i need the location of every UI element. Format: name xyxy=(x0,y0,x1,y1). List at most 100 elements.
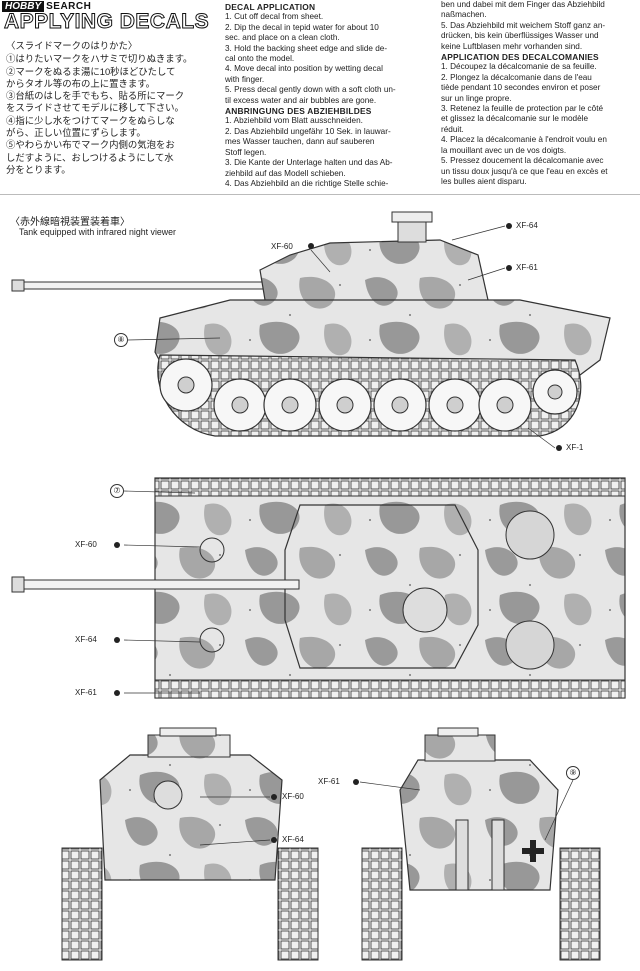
callout-xf61-rear: XF-61 xyxy=(318,777,340,786)
callout-xf64-top: XF-64 xyxy=(75,635,97,644)
top-gun-barrel xyxy=(13,579,300,590)
rear-track-right xyxy=(559,847,601,961)
rear-hull xyxy=(399,759,559,891)
exhaust-right xyxy=(491,819,505,891)
side-cupola xyxy=(397,221,427,243)
front-turret xyxy=(147,734,231,758)
de-line: ziehbild auf das Modell schieben. xyxy=(225,168,346,178)
english-german-instructions: DECAL APPLICATION 1. Cut off decal from … xyxy=(225,2,432,189)
fr-line: et glissez la décalcomanie sur le modèle xyxy=(441,114,588,124)
callout-xf61-top: XF-61 xyxy=(75,688,97,697)
exhaust-left xyxy=(455,819,469,891)
jp-line: ②マークをぬるま湯に10秒ほどひたして xyxy=(6,65,176,77)
fr-line: réduit. xyxy=(441,124,464,134)
radio-hatch xyxy=(199,627,225,653)
callout-xf61-side: XF-61 xyxy=(516,263,538,272)
jp-instructions-title: 〈スライドマークのはりかた〉 xyxy=(6,40,138,51)
en-line: 1. Cut off decal from sheet. xyxy=(225,12,324,22)
rear-view xyxy=(361,727,601,961)
engine-fan-left xyxy=(505,510,555,560)
callout-xf60-front: XF-60 xyxy=(282,792,304,801)
decal-marker-9: ⑨ xyxy=(566,766,580,780)
wheel-hubs xyxy=(177,376,563,414)
jp-line: をスライドさせてモデルに移して下さい。 xyxy=(6,102,184,114)
leader-lines xyxy=(123,225,574,846)
de-line: 4. Das Abziehbild an die richtige Stelle… xyxy=(225,178,389,188)
muzzle-brake xyxy=(11,279,25,292)
callout-xf64-front: XF-64 xyxy=(282,835,304,844)
hobbysearch-logo: HOBBY SEARCH xyxy=(2,0,152,13)
gun-mantlet xyxy=(153,780,183,810)
en-line: sec. and place on a clean cloth. xyxy=(225,33,340,43)
page-title: APPLYING DECALS xyxy=(3,10,210,33)
side-view xyxy=(11,211,611,437)
en-line: 3. Hold the backing sheet edge and slide… xyxy=(225,43,388,53)
decal-marker-7: ⑦ xyxy=(110,484,124,498)
english-heading: DECAL APPLICATION xyxy=(225,2,316,12)
top-track-lower xyxy=(154,679,626,699)
callout-xf64-side: XF-64 xyxy=(516,221,538,230)
vehicle-title-en: Tank equipped with infrared night viewer xyxy=(19,227,176,237)
en-line: til excess water and air bubbles are gon… xyxy=(225,95,377,105)
top-track-upper xyxy=(154,477,626,497)
fr-line: sur un linge propre. xyxy=(441,93,512,103)
jp-line: ①はりたいマークをハサミで切りぬきます。 xyxy=(6,53,193,65)
driver-hatch xyxy=(199,537,225,563)
front-hull xyxy=(99,754,283,881)
fr-line: les bulles aient disparu. xyxy=(441,176,527,186)
section-divider xyxy=(0,194,640,195)
en-line: with finger. xyxy=(225,74,265,84)
callout-dots xyxy=(114,223,562,843)
de-line: drücken, bis kein überflüssiges Wasser u… xyxy=(441,31,599,41)
logo-hobby: HOBBY xyxy=(2,1,45,12)
front-track-left xyxy=(61,847,103,961)
callout-xf60-side: XF-60 xyxy=(271,242,293,251)
callout-xf60-top: XF-60 xyxy=(75,540,97,549)
fr-line: 2. Plongez la décalcomanie dans de l'eau xyxy=(441,72,592,82)
rear-track-left xyxy=(361,847,403,961)
de-line: naßmachen. xyxy=(441,10,487,20)
balkenkreuz xyxy=(522,840,544,862)
front-track-right xyxy=(277,847,319,961)
french-heading: APPLICATION DES DECALCOMANIES xyxy=(441,52,599,63)
top-muzzle-brake xyxy=(11,576,25,593)
fr-line: 5. Pressez doucement la décalcomanie ave… xyxy=(441,156,604,166)
de-line: Stoff legen. xyxy=(225,147,267,157)
de-line: 1. Abziehbild vom Blatt ausschneiden. xyxy=(225,116,363,126)
japanese-instructions: 〈スライドマークのはりかた〉 ①はりたいマークをハサミで切りぬきます。 ②マーク… xyxy=(6,40,214,176)
infrared-viewer xyxy=(391,211,433,223)
decal-marker-8: ⑧ xyxy=(114,333,128,347)
en-line: 2. Dip the decal in tepid water for abou… xyxy=(225,22,379,32)
side-gun-barrel xyxy=(13,281,265,290)
en-line: 4. Move decal into position by wetting d… xyxy=(225,64,383,74)
fr-line: 4. Placez la décalcomanie à l'endroit vo… xyxy=(441,135,607,145)
jp-line: ④指に少し水をつけてマークをぬらしな xyxy=(6,114,175,126)
de-line: keine Luftblasen mehr vorhanden sind. xyxy=(441,41,583,51)
de-line: ben und dabei mit dem Finger das Abziehb… xyxy=(441,0,605,9)
fr-line: 3. Retenez la feuille de protection par … xyxy=(441,104,604,114)
german-heading: ANBRINGUNG DES ABZIEHBILDES xyxy=(225,106,372,117)
de-line: 3. Die Kante der Unterlage halten und da… xyxy=(225,158,393,168)
jp-line: からタオル等の布の上に置きます。 xyxy=(6,77,156,89)
jp-line: ③台紙のはしを手でもち、貼る所にマーク xyxy=(6,90,185,102)
jp-line: 分をとります。 xyxy=(6,163,71,175)
german-french-instructions: ben und dabei mit dem Finger das Abziehb… xyxy=(441,0,637,187)
top-cupola xyxy=(402,587,448,633)
top-view xyxy=(11,477,626,699)
en-line: cal onto the model. xyxy=(225,54,295,64)
de-line: mes Wasser tauchen, dann auf sauberen xyxy=(225,137,375,147)
fr-line: un tissu doux jusqu'à ce que l'eau en ex… xyxy=(441,166,608,176)
vehicle-title-jp: 〈赤外線暗視装置装着車〉 xyxy=(10,217,130,228)
de-line: 2. Das Abziehbild ungefähr 10 Sek. in la… xyxy=(225,126,391,136)
en-line: 5. Press decal gently down with a soft c… xyxy=(225,85,396,95)
de-line: 5. Das Abziehbild mit weichem Stoff ganz… xyxy=(441,20,606,30)
jp-line: しだすように、おしつけるようにして水 xyxy=(6,151,174,163)
front-viewer xyxy=(159,727,217,737)
fr-line: la mouillant avec un de vos doigts. xyxy=(441,145,567,155)
logo-search: SEARCH xyxy=(46,1,92,12)
fr-line: 1. Découpez la décalcomanie de sa feuill… xyxy=(441,62,597,72)
callout-xf1-side: XF-1 xyxy=(566,443,584,452)
jp-line: ⑤やわらかい布でマーク内側の気泡をお xyxy=(6,139,175,151)
